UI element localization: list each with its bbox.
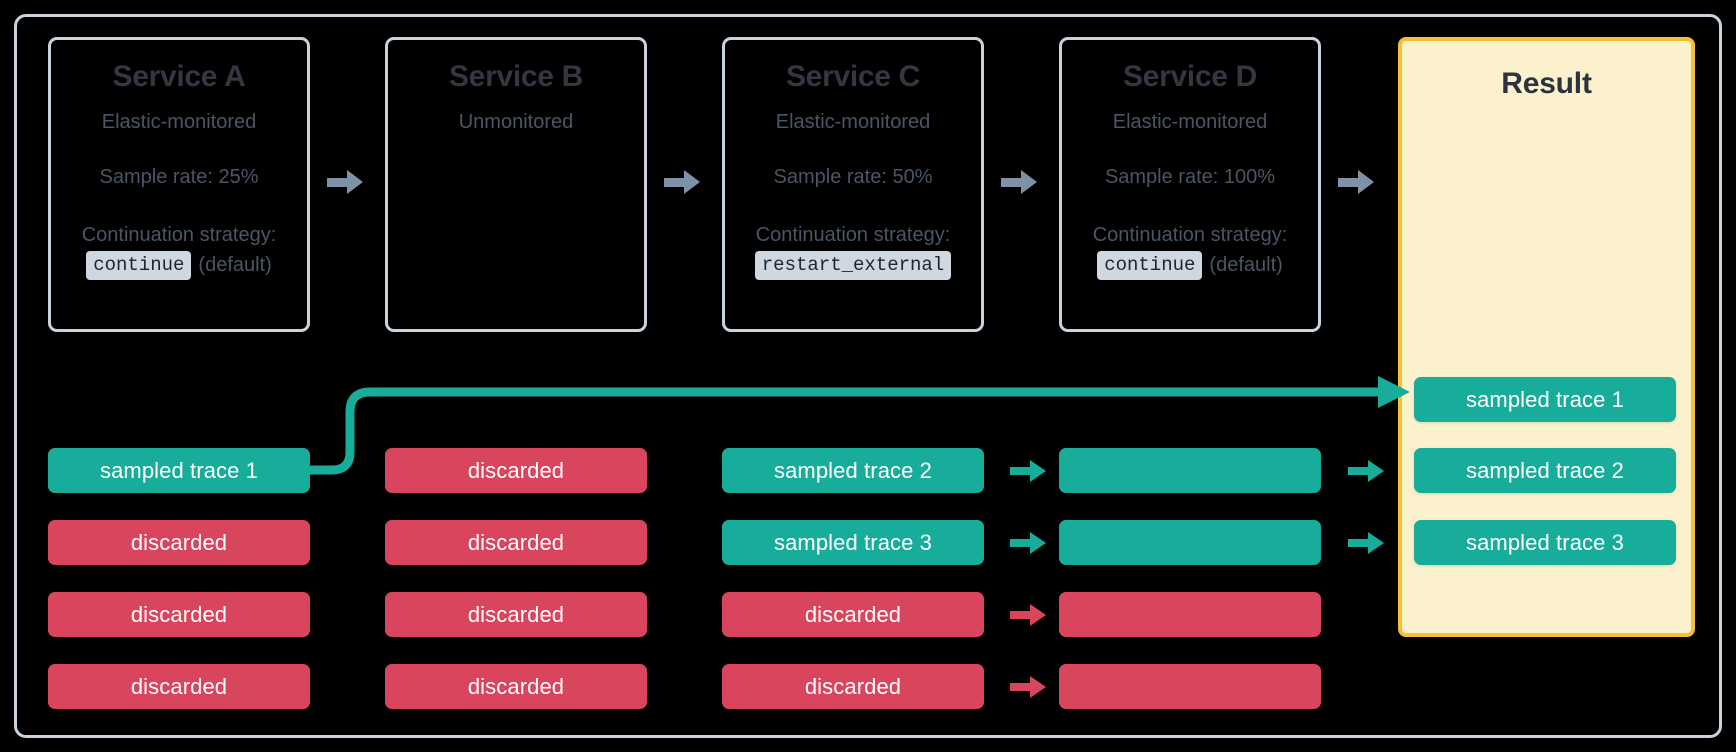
trace-pill-d-2 bbox=[1059, 520, 1321, 565]
service-c-monitoring: Elastic-monitored bbox=[775, 111, 931, 133]
trace-pill-label: discarded bbox=[130, 529, 228, 555]
service-c-strategy-label: Continuation strategy: bbox=[755, 224, 951, 246]
service-b-title: Service B bbox=[448, 60, 584, 93]
trace-pill-label: discarded bbox=[467, 529, 565, 555]
flow-arrow-c-to-d-icon bbox=[1001, 170, 1037, 194]
service-c-strategy-row: restart_external bbox=[725, 251, 981, 280]
arrow-head bbox=[1021, 170, 1037, 194]
flow-arrow-b-to-c-icon bbox=[664, 170, 700, 194]
service-a-title: Service A bbox=[112, 60, 246, 93]
service-a-strategy-note: (default) bbox=[198, 254, 272, 276]
arrow-head bbox=[1368, 532, 1384, 554]
arrow-head bbox=[1030, 604, 1046, 626]
trace-arrow-d-to-result-3-icon bbox=[1348, 532, 1384, 554]
trace-pill-label: sampled trace 3 bbox=[773, 529, 933, 555]
service-d-strategy-value: continue bbox=[1097, 251, 1203, 280]
service-card-b: Service B Unmonitored bbox=[385, 37, 647, 332]
trace-pill-c-1: sampled trace 2 bbox=[722, 448, 984, 493]
trace-arrow-c-to-d-3-icon bbox=[1010, 604, 1046, 626]
trace-arrow-d-to-result-2-icon bbox=[1348, 460, 1384, 482]
trace-pill-label: discarded bbox=[804, 673, 902, 699]
trace-pill-c-4: discarded bbox=[722, 664, 984, 709]
service-d-strategy-label: Continuation strategy: bbox=[1092, 224, 1288, 246]
service-c-strategy-value: restart_external bbox=[754, 251, 952, 280]
arrow-head bbox=[1030, 676, 1046, 698]
trace-pill-a-3: discarded bbox=[48, 592, 310, 637]
trace-pill-b-3: discarded bbox=[385, 592, 647, 637]
trace-pill-b-2: discarded bbox=[385, 520, 647, 565]
arrow-shaft bbox=[327, 178, 349, 187]
arrow-shaft bbox=[1001, 178, 1023, 187]
service-card-d: Service D Elastic-monitored Sample rate:… bbox=[1059, 37, 1321, 332]
service-d-sample-rate: Sample rate: 100% bbox=[1104, 166, 1276, 188]
trace-pill-label: sampled trace 1 bbox=[99, 457, 259, 483]
trace-pill-c-2: sampled trace 3 bbox=[722, 520, 984, 565]
service-d-title: Service D bbox=[1122, 60, 1258, 93]
trace-pill-d-1 bbox=[1059, 448, 1321, 493]
arrow-head bbox=[1030, 460, 1046, 482]
result-trace-pill-1: sampled trace 1 bbox=[1414, 377, 1676, 422]
service-card-c: Service C Elastic-monitored Sample rate:… bbox=[722, 37, 984, 332]
trace-pill-label: discarded bbox=[467, 601, 565, 627]
service-d-monitoring: Elastic-monitored bbox=[1112, 111, 1268, 133]
flow-arrow-a-to-b-icon bbox=[327, 170, 363, 194]
diagram-outer-frame bbox=[14, 14, 1722, 738]
trace-pill-d-3 bbox=[1059, 592, 1321, 637]
service-d-strategy-note: (default) bbox=[1209, 254, 1283, 276]
trace-pill-b-1: discarded bbox=[385, 448, 647, 493]
trace-pill-a-2: discarded bbox=[48, 520, 310, 565]
trace-pill-label: discarded bbox=[804, 601, 902, 627]
service-c-title: Service C bbox=[785, 60, 921, 93]
arrow-shaft bbox=[1338, 178, 1360, 187]
trace-pill-label: sampled trace 2 bbox=[1465, 457, 1625, 483]
arrow-head bbox=[684, 170, 700, 194]
arrow-head bbox=[1358, 170, 1374, 194]
trace-pill-label: discarded bbox=[467, 673, 565, 699]
trace-pill-b-4: discarded bbox=[385, 664, 647, 709]
trace-pill-d-4 bbox=[1059, 664, 1321, 709]
arrow-shaft bbox=[1010, 467, 1032, 475]
arrow-head bbox=[1030, 532, 1046, 554]
service-a-strategy-row: continue (default) bbox=[51, 251, 307, 280]
service-a-strategy-value: continue bbox=[86, 251, 192, 280]
trace-arrow-c-to-d-2-icon bbox=[1010, 532, 1046, 554]
service-a-strategy-label: Continuation strategy: bbox=[81, 224, 277, 246]
trace-pill-a-4: discarded bbox=[48, 664, 310, 709]
arrow-head bbox=[1368, 460, 1384, 482]
arrow-head bbox=[347, 170, 363, 194]
service-d-strategy-row: continue (default) bbox=[1062, 251, 1318, 280]
arrow-shaft bbox=[1010, 683, 1032, 691]
trace-pill-label: discarded bbox=[467, 457, 565, 483]
result-trace-pill-2: sampled trace 2 bbox=[1414, 448, 1676, 493]
flow-arrow-d-to-result-icon bbox=[1338, 170, 1374, 194]
trace-pill-c-3: discarded bbox=[722, 592, 984, 637]
trace-pill-label: sampled trace 3 bbox=[1465, 529, 1625, 555]
trace-pill-label: sampled trace 1 bbox=[1465, 386, 1625, 412]
service-a-monitoring: Elastic-monitored bbox=[101, 111, 257, 133]
arrow-shaft bbox=[1348, 467, 1370, 475]
result-title: Result bbox=[1501, 67, 1592, 100]
trace-pill-label: discarded bbox=[130, 601, 228, 627]
service-b-monitoring: Unmonitored bbox=[458, 111, 574, 133]
arrow-shaft bbox=[664, 178, 686, 187]
arrow-shaft bbox=[1348, 539, 1370, 547]
arrow-shaft bbox=[1010, 539, 1032, 547]
service-c-sample-rate: Sample rate: 50% bbox=[773, 166, 933, 188]
service-card-a: Service A Elastic-monitored Sample rate:… bbox=[48, 37, 310, 332]
service-a-sample-rate: Sample rate: 25% bbox=[99, 166, 259, 188]
trace-arrow-c-to-d-1-icon bbox=[1010, 460, 1046, 482]
trace-arrow-c-to-d-4-icon bbox=[1010, 676, 1046, 698]
trace-pill-a-1: sampled trace 1 bbox=[48, 448, 310, 493]
trace-pill-label: discarded bbox=[130, 673, 228, 699]
result-trace-pill-3: sampled trace 3 bbox=[1414, 520, 1676, 565]
arrow-shaft bbox=[1010, 611, 1032, 619]
trace-pill-label: sampled trace 2 bbox=[773, 457, 933, 483]
